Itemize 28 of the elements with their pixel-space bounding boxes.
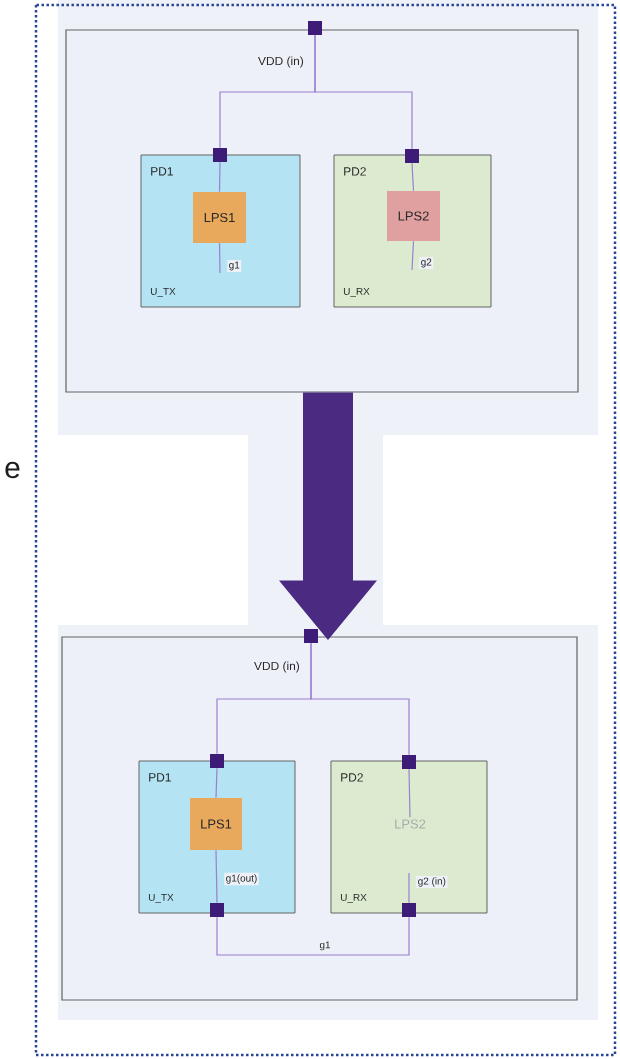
switch-box: LPS2 xyxy=(387,191,440,241)
wire xyxy=(218,161,221,193)
wire xyxy=(215,849,218,904)
wire xyxy=(411,240,415,271)
pin-label: g1 xyxy=(227,260,242,272)
inactive-label: LPS2 xyxy=(395,819,426,829)
wire xyxy=(411,162,415,192)
port-square xyxy=(213,148,227,162)
cut-text: e xyxy=(5,461,20,479)
port-square xyxy=(210,754,224,768)
port-square xyxy=(304,629,318,643)
wire xyxy=(408,872,410,904)
port-square xyxy=(210,903,224,917)
port-square xyxy=(405,149,419,163)
wire xyxy=(310,642,410,756)
wire xyxy=(408,768,411,818)
wire xyxy=(216,916,410,956)
switch-box: LPS1 xyxy=(193,192,246,243)
wire xyxy=(218,242,221,274)
port-square xyxy=(402,755,416,769)
pin-label: g2 xyxy=(419,257,434,269)
port-square xyxy=(308,21,322,35)
wire xyxy=(215,767,218,799)
switch-box: LPS1 xyxy=(190,798,242,850)
port-label: VDD (in) xyxy=(258,56,304,68)
wire xyxy=(314,34,413,150)
port-label: VDD (in) xyxy=(254,661,300,673)
port-square xyxy=(402,903,416,917)
